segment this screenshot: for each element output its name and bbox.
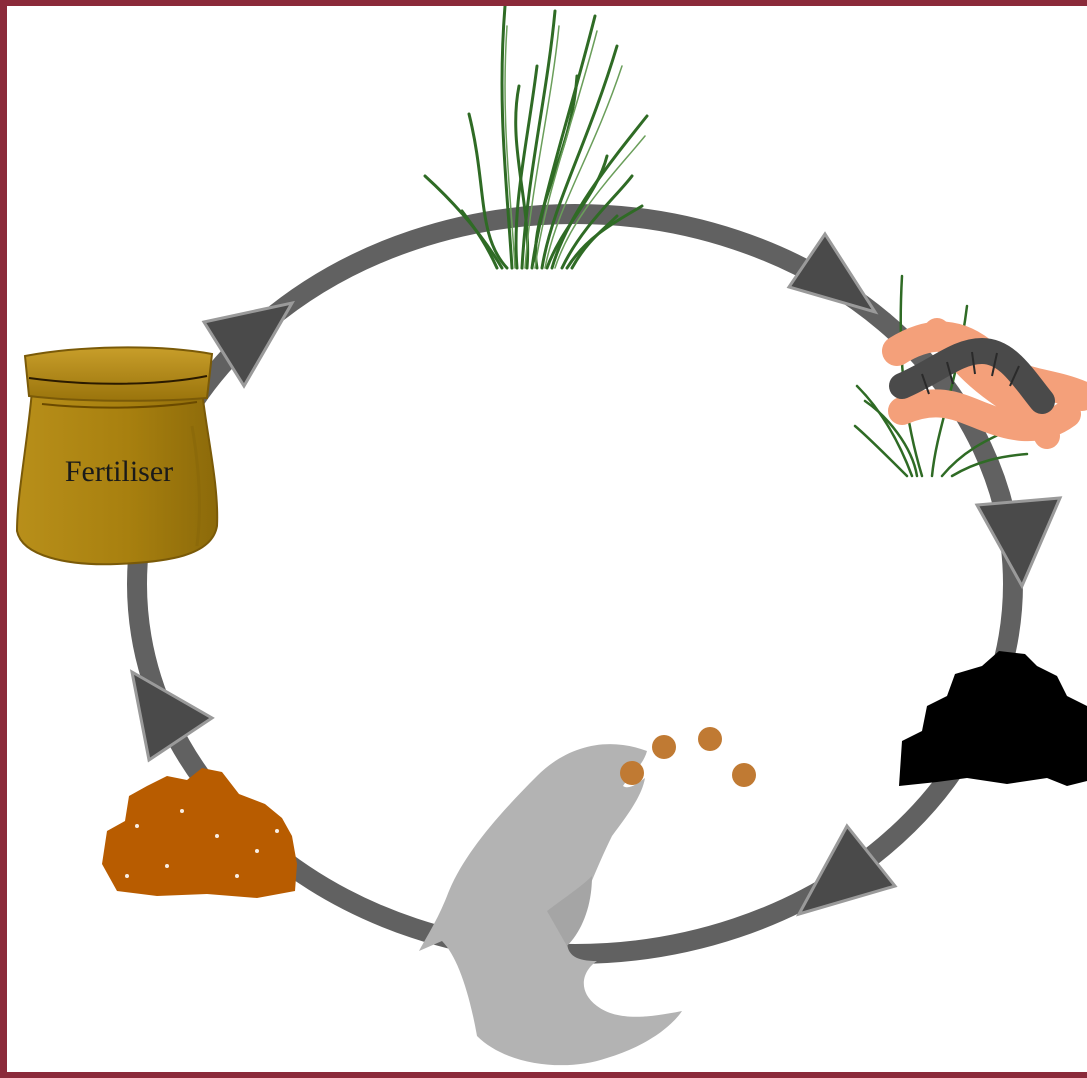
cycle-diagram: Fertiliser: [7, 6, 1087, 1072]
worms-icon: [855, 276, 1082, 476]
fish-icon: [419, 744, 682, 1065]
compost-icon: [899, 651, 1087, 786]
arrow-worms-to-compost: [977, 498, 1060, 586]
fish-waste-icon: [102, 768, 297, 898]
arrow-grass-to-worms: [789, 234, 875, 312]
fertiliser-label: Fertiliser: [65, 455, 173, 488]
